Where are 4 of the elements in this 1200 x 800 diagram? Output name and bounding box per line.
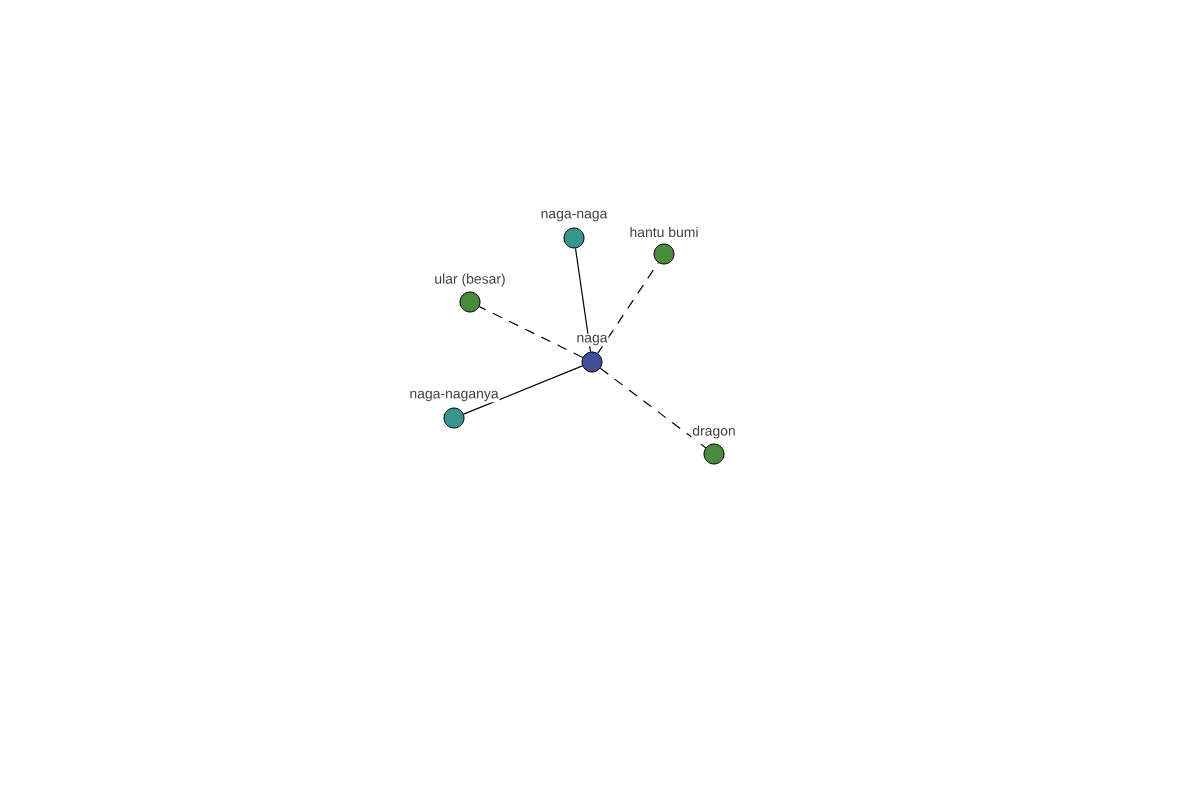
connector-line [599,367,707,449]
connector-line [478,306,584,359]
connector-line [463,365,583,415]
connector-line [574,247,592,353]
